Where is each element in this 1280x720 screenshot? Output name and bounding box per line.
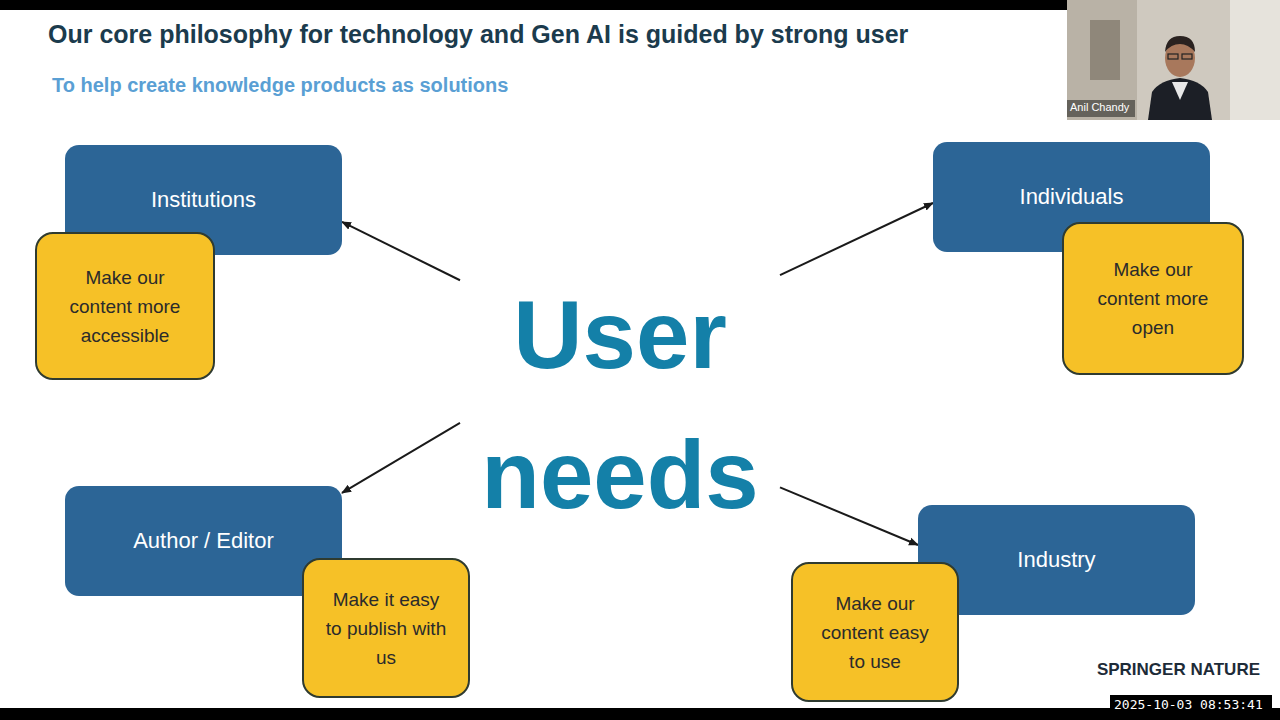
participant-name: Anil Chandy bbox=[1070, 101, 1150, 113]
node-text-group: Industry bbox=[918, 547, 1195, 573]
goal-box: Make our content more accessible bbox=[35, 232, 215, 380]
goal-box: Make our content easy to use bbox=[791, 562, 959, 702]
goal-box: Make our content more open bbox=[1062, 222, 1244, 375]
slide-title: Our core philosophy for technology and G… bbox=[48, 20, 908, 49]
node-text: Institutions bbox=[151, 187, 256, 213]
node-text: Make our content easy to use bbox=[813, 589, 937, 676]
person-head bbox=[1165, 39, 1195, 77]
user-group-box: Author / Editor bbox=[65, 486, 342, 596]
connector-arrow bbox=[780, 203, 933, 275]
node-text: Individuals bbox=[1020, 184, 1124, 210]
goal-box: Make it easy to publish with us bbox=[302, 558, 470, 698]
person-body bbox=[1148, 78, 1212, 120]
node-text-group: Author / Editor bbox=[65, 528, 342, 554]
node-text-group: Individuals bbox=[933, 184, 1210, 210]
timestamp-bg bbox=[1110, 695, 1272, 715]
node-text: Make our content more open bbox=[1082, 255, 1224, 342]
timestamp: 2025-10-03 08:53:41 bbox=[1114, 697, 1274, 712]
bottom-bar bbox=[0, 708, 1280, 720]
name-tag-bg bbox=[1067, 100, 1135, 117]
top-bar bbox=[0, 0, 1280, 10]
central-topic: User needs bbox=[460, 275, 780, 535]
node-text: Author / Editor bbox=[133, 528, 274, 554]
node-text-group: Make it easy to publish with us bbox=[324, 585, 448, 672]
node-text-group: Make our content more open bbox=[1082, 255, 1224, 342]
connector-arrow bbox=[342, 222, 460, 280]
node-text-group: Institutions bbox=[65, 187, 342, 213]
webcam-shelf bbox=[1090, 20, 1120, 80]
person-glasses bbox=[1182, 54, 1192, 59]
user-group-box: Industry bbox=[918, 505, 1195, 615]
node-text: Industry bbox=[1017, 547, 1095, 573]
connector-arrow bbox=[342, 423, 460, 493]
webcam-frame bbox=[1067, 0, 1280, 120]
subtitle: To help create knowledge products as sol… bbox=[52, 74, 952, 97]
webcam-window bbox=[1230, 0, 1280, 120]
node-text: Make our content more accessible bbox=[55, 263, 195, 350]
person-shirt bbox=[1172, 82, 1188, 100]
person-glasses bbox=[1168, 54, 1178, 59]
node-text-group: User needs bbox=[460, 265, 780, 545]
node-text-group: Make our content easy to use bbox=[813, 589, 937, 676]
node-text: Make it easy to publish with us bbox=[324, 585, 448, 672]
brand-logo: SPRINGER NATURE bbox=[1060, 660, 1260, 680]
node-text: User needs bbox=[460, 265, 780, 545]
webcam-wall bbox=[1067, 0, 1137, 120]
person-hair bbox=[1165, 36, 1195, 52]
node-text-group: Make our content more accessible bbox=[55, 263, 195, 350]
connector-arrow bbox=[780, 487, 918, 545]
